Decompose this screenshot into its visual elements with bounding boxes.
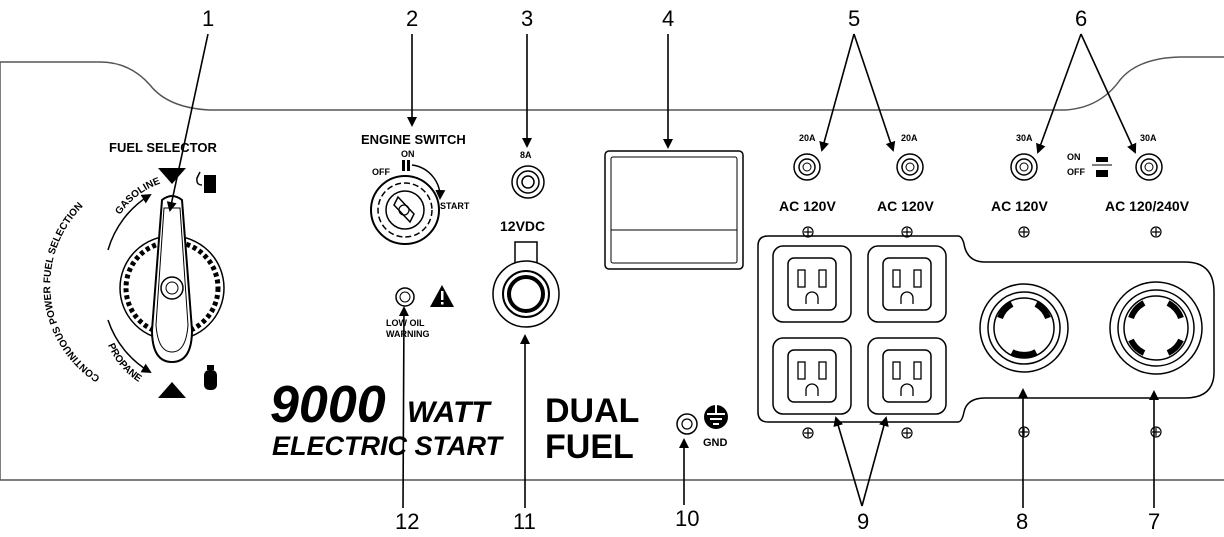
brand-watt-word: WATT: [407, 396, 492, 429]
engine-switch[interactable]: ENGINE SWITCH ON OFF START: [361, 132, 470, 245]
callout-2: 2: [406, 6, 418, 31]
callout-4: 4: [662, 6, 674, 31]
engine-switch-on-label: ON: [401, 149, 415, 159]
dc-outlet-socket[interactable]: [492, 241, 560, 328]
outlet-3-voltage: AC 120V: [991, 198, 1048, 214]
twist-lock-outlet-30a-120v[interactable]: [979, 283, 1069, 373]
ground-label: GND: [703, 437, 728, 449]
panel-outline: [0, 56, 1224, 481]
breaker-3-rating: 30A: [1016, 133, 1033, 143]
fuel-selector-knob[interactable]: [119, 195, 225, 364]
outlet-1-voltage: AC 120V: [779, 198, 836, 214]
outlet-panel-frame: [757, 235, 1215, 423]
callout-7: 7: [1148, 509, 1160, 534]
breaker-1-rating: 20A: [799, 133, 816, 143]
propane-arrow-icon: [158, 382, 186, 398]
duplex-outlet-2[interactable]: [867, 245, 947, 323]
fuel-selector-title: FUEL SELECTOR: [109, 140, 217, 155]
outlet-2-voltage: AC 120V: [877, 198, 934, 214]
callout-3: 3: [521, 6, 533, 31]
breaker-2-rating: 20A: [901, 133, 918, 143]
switch-on-label: ON: [1067, 152, 1081, 162]
propane-tank-icon: [204, 365, 217, 390]
fuel-pump-icon: [196, 171, 216, 193]
breaker-8a-label: 8A: [520, 150, 532, 160]
fuel-selector[interactable]: FUEL SELECTOR CONTINUOUS POWER FUEL SELE…: [42, 140, 225, 398]
low-oil-indicator: [395, 287, 415, 307]
gasoline-arrow-icon: [158, 168, 186, 184]
callout-10: 10: [675, 506, 699, 531]
callout-8: 8: [1016, 509, 1028, 534]
brand-fuel: FUEL: [545, 428, 634, 466]
callout-1: 1: [202, 6, 214, 31]
callout-9: 9: [857, 509, 869, 534]
low-oil-label-line2: WARNING: [386, 329, 430, 339]
fuel-selection-arc-label: CONTINUOUS POWER FUEL SELECTION: [42, 201, 102, 384]
engine-switch-off-label: OFF: [372, 167, 390, 177]
duplex-outlet-3[interactable]: [772, 337, 852, 415]
switch-off-label: OFF: [1067, 167, 1085, 177]
engine-switch-start-label: START: [440, 201, 470, 211]
breaker-2-button[interactable]: [896, 153, 924, 181]
breaker-4-rating: 30A: [1140, 133, 1157, 143]
brand-dual: DUAL: [545, 392, 639, 430]
breaker-4-button[interactable]: [1135, 153, 1163, 181]
twist-lock-outlet-30a-120-240v[interactable]: [1109, 281, 1203, 375]
leader-lines: [166, 33, 1159, 509]
brand-watts-number: 9000: [270, 376, 386, 434]
duplex-outlet-4[interactable]: [867, 337, 947, 415]
outlet-4-voltage: AC 120/240V: [1105, 198, 1190, 214]
duplex-outlet-1[interactable]: [772, 245, 852, 323]
callout-6: 6: [1075, 6, 1087, 31]
gasoline-label: GASOLINE: [113, 176, 162, 217]
ground-symbol-icon: [704, 405, 728, 429]
dc-outlet-label: 12VDC: [500, 218, 545, 234]
fuel-arc-arrow-top: [107, 193, 152, 251]
low-oil-label-line1: LOW OIL: [386, 318, 425, 328]
breaker-1-button[interactable]: [793, 153, 821, 181]
warning-triangle-icon: [430, 285, 454, 307]
breaker-8a-button[interactable]: [511, 165, 545, 199]
voltage-switch-icon[interactable]: [1092, 157, 1112, 177]
fuel-arc-arrow-bottom: [107, 319, 152, 374]
brand-electric-start: ELECTRIC START: [272, 431, 505, 461]
callout-5: 5: [848, 6, 860, 31]
key-icon[interactable]: [370, 175, 440, 245]
start-arrow: [411, 164, 446, 200]
callout-12: 12: [395, 509, 419, 534]
breaker-3-button[interactable]: [1010, 153, 1038, 181]
hour-meter-display: [604, 150, 744, 270]
callout-11: 11: [513, 509, 536, 534]
engine-switch-title: ENGINE SWITCH: [361, 132, 466, 147]
ground-terminal[interactable]: [676, 413, 698, 435]
screws: [802, 226, 1162, 439]
